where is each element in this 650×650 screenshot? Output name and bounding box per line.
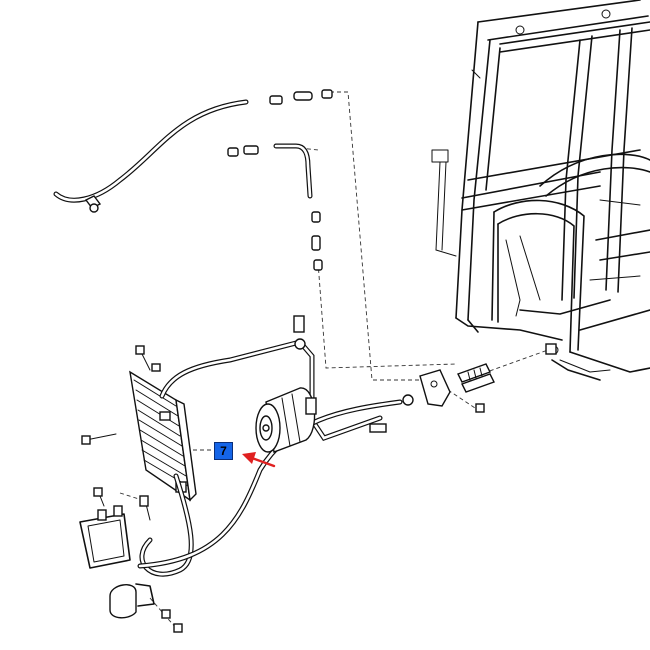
pipe-elbow <box>227 143 323 271</box>
fittings-top <box>269 89 333 105</box>
ac-lines <box>137 315 414 577</box>
drain-hose <box>53 99 249 213</box>
compressor <box>255 387 317 453</box>
condenser <box>81 345 197 502</box>
part-callout-7[interactable]: 7 <box>214 442 233 460</box>
bracket-fittings <box>419 343 601 413</box>
red-arrow-icon <box>242 452 276 468</box>
leader-lines <box>119 91 549 629</box>
receiver-drier <box>79 487 183 633</box>
cab-frame <box>431 0 650 373</box>
